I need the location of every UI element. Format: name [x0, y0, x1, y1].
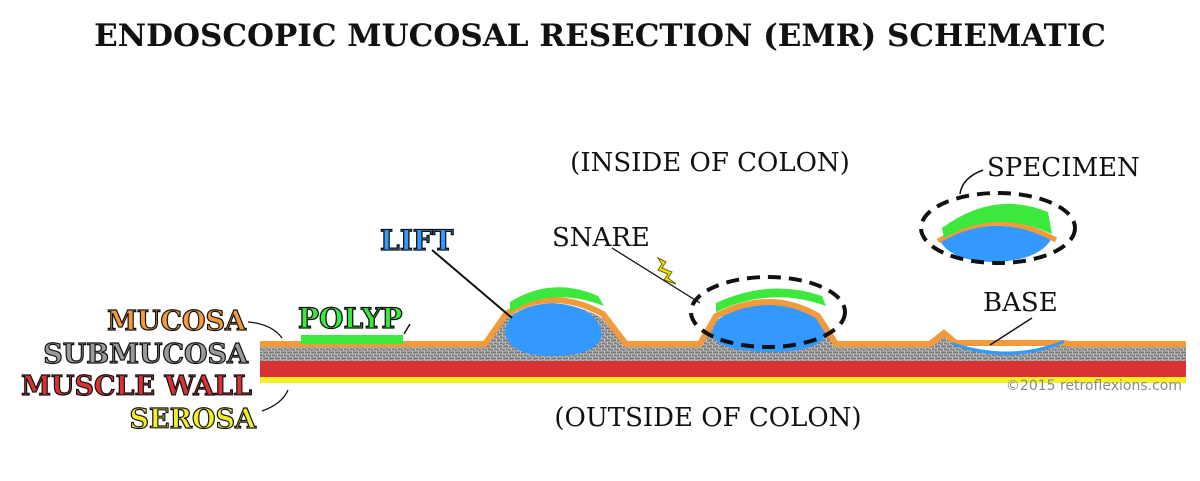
- snare-label: SNARE: [552, 223, 650, 253]
- muscle-wall-layer: [260, 360, 1186, 377]
- base-label: BASE: [983, 288, 1058, 318]
- inside-colon-label: (INSIDE OF COLON): [570, 148, 850, 178]
- snare-leader-line: [611, 247, 701, 304]
- polyp-leader-line: [403, 323, 411, 335]
- leader-lines: [247, 169, 1033, 412]
- base-leader-line: [989, 317, 1033, 346]
- lift-blob: [505, 303, 602, 356]
- lifted-polyp: [510, 287, 604, 312]
- snare-lift-blob: [712, 304, 826, 352]
- lift-label: LIFT: [380, 224, 454, 257]
- serosa-layer: [260, 376, 1186, 383]
- flat-polyp: [301, 335, 403, 344]
- diagram-title: ENDOSCOPIC MUCOSAL RESECTION (EMR) SCHEM…: [94, 18, 1106, 54]
- specimen-lift: [940, 225, 1052, 262]
- muscle-wall-label: MUSCLE WALL: [21, 371, 252, 402]
- polyp-label: POLYP: [298, 302, 402, 335]
- submucosa-label: SUBMUCOSA: [43, 339, 249, 370]
- specimen-leader-line: [959, 169, 984, 195]
- snared-polyp: [716, 288, 826, 312]
- specimen-ellipse: [919, 191, 1077, 265]
- copyright-notice: ©2015 retroflexions.com: [1006, 378, 1182, 394]
- mucosa-label: MUCOSA: [107, 306, 247, 337]
- outside-colon-label: (OUTSIDE OF COLON): [554, 403, 861, 433]
- specimen-polyp: [942, 203, 1052, 238]
- spark-icon: [656, 256, 677, 285]
- serosa-label: SEROSA: [130, 404, 258, 435]
- mucosa-leader-line: [247, 321, 283, 339]
- lift-leader-line: [431, 249, 513, 319]
- snare-loop: [689, 275, 847, 349]
- serosa-leader-line: [261, 389, 289, 412]
- specimen-label: SPECIMEN: [987, 153, 1140, 183]
- base-resected-area: [952, 340, 1064, 356]
